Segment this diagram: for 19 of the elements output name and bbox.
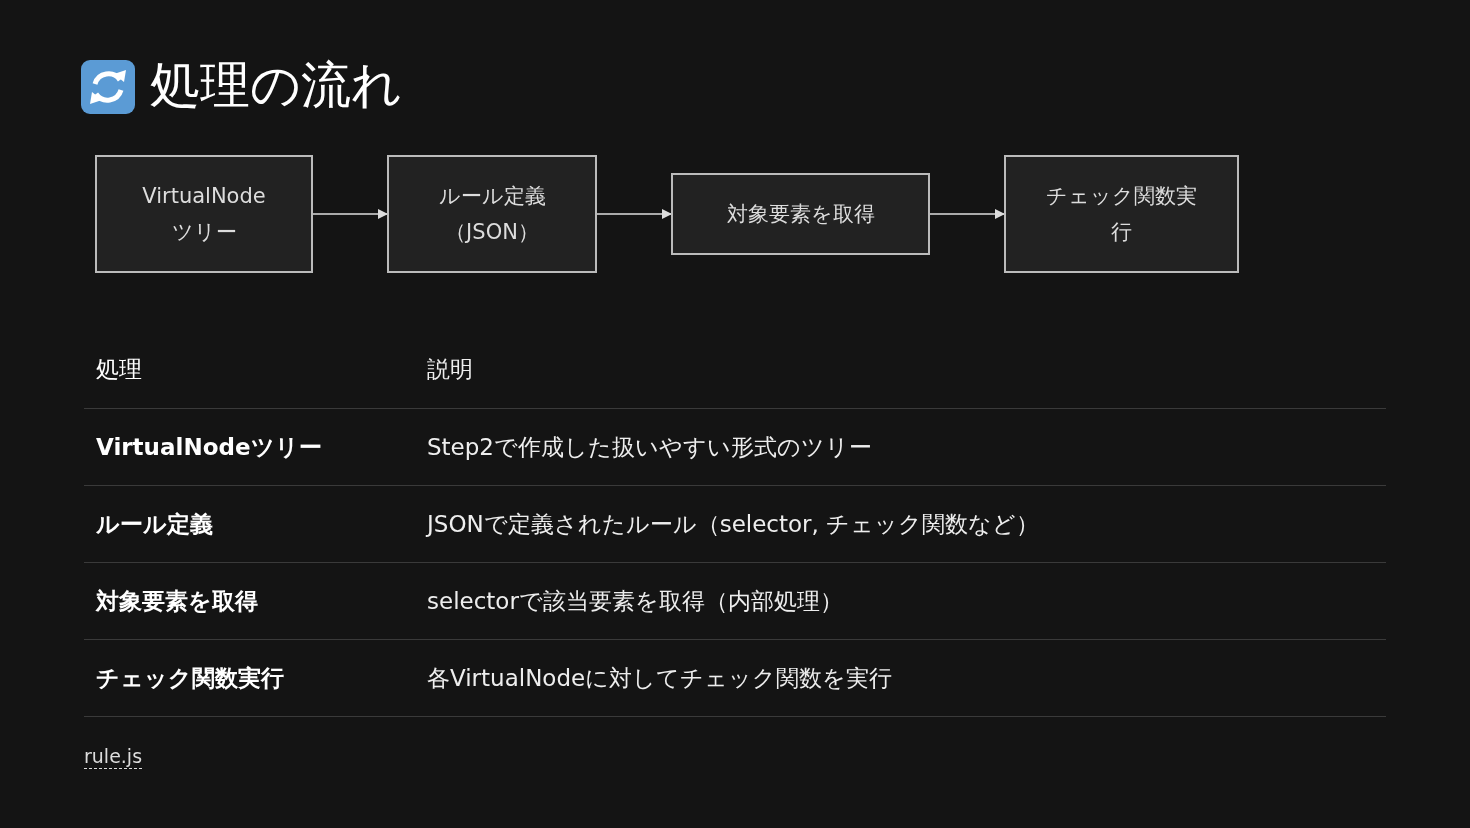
description-text: JSONで定義されたルール（selector, チェック関数など） [427,509,1040,539]
process-name: 対象要素を取得 [94,586,259,616]
description-text: Step2で作成した扱いやすい形式のツリー [427,432,872,462]
file-name: rule.js [84,744,143,769]
process-name: VirtualNodeツリー [95,432,323,462]
process-box: 対象要素を取得 [671,173,930,255]
table-header: 処理 [95,354,143,384]
table-header: 説明 [427,354,473,384]
arrow [312,209,388,219]
process-name: ルール定義 [95,509,214,539]
slide-title: 処理の流れ [150,55,402,116]
arrow [596,209,672,219]
description-text: 各VirtualNodeに対してチェック関数を実行 [427,663,893,693]
description-text: selectorで該当要素を取得（内部処理） [427,586,843,616]
process-box: VirtualNodeツリー [95,155,313,273]
process-box: ルール定義（JSON） [387,155,597,273]
process-name: チェック関数実行 [95,663,285,693]
arrow [929,209,1005,219]
process-box: チェック関数実行 [1004,155,1239,273]
